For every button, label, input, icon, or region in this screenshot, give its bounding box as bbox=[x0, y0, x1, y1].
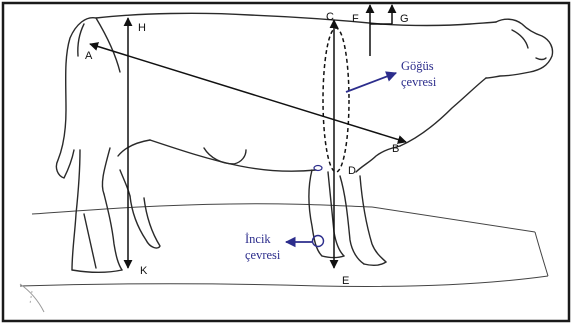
measurement-lines bbox=[90, 5, 406, 268]
chest-girth-ellipse bbox=[323, 28, 349, 172]
shin-girth-label-line2: çevresi bbox=[245, 248, 281, 262]
chest-girth-arrow bbox=[346, 73, 396, 92]
cow-outline bbox=[56, 13, 552, 272]
shin-girth-label-line1: İncik bbox=[245, 232, 271, 246]
body-length-line bbox=[90, 44, 406, 142]
label-point-g: G bbox=[400, 13, 409, 25]
chest-girth-label-line1: Göğüs bbox=[401, 59, 434, 73]
label-point-k: K bbox=[140, 265, 148, 277]
label-point-f: F bbox=[352, 13, 359, 25]
label-point-e: E bbox=[342, 275, 349, 287]
label-point-d: D bbox=[348, 165, 356, 177]
ground-lines bbox=[20, 204, 548, 312]
label-point-a: A bbox=[85, 50, 93, 62]
elbow-marker bbox=[314, 166, 322, 171]
chest-girth-label-line2: çevresi bbox=[401, 75, 437, 89]
label-point-b: B bbox=[392, 143, 399, 155]
label-point-h: H bbox=[138, 22, 146, 34]
label-point-c: C bbox=[326, 11, 334, 23]
